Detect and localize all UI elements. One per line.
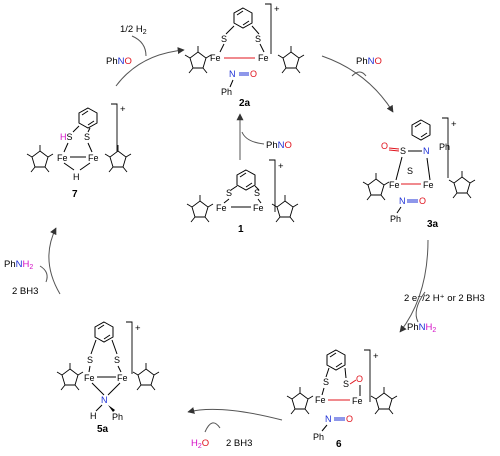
reagent-curve [415,291,426,323]
reagent-bh3: 2 BH3 [12,286,38,297]
iron-atom: Fe [352,396,363,406]
reagent-phnh2: PhNH2 [407,322,436,334]
compound-3a: + S O N Ph S Fe Fe N O Ph 3a [362,117,476,230]
arrow-2a-to-3a [321,55,394,113]
phenyl-group: Ph [112,412,123,422]
iron-atom: Fe [57,153,68,163]
hydrogen-atom: H [90,411,97,421]
oxygen-atom: O [250,69,257,79]
bracket [265,3,272,54]
oxygen-atom: O [419,196,426,206]
iron-atom: Fe [258,53,269,63]
sulfur-atom: S [343,379,349,389]
iron-atom: Fe [423,180,434,190]
iron-atom: Fe [253,203,264,213]
iron-atom: Fe [88,153,99,163]
nitrogen-atom: N [399,196,406,206]
sulfur-atom: S [407,166,413,176]
compound-7: + HS S Fe Fe H 7 [26,103,132,200]
iron-atom: Fe [216,203,227,213]
iron-atom: Fe [389,180,400,190]
reagent-curve [241,131,265,145]
compound-6: + S S O Fe Fe N O Ph 6 [286,349,398,450]
iron-atom: Fe [315,395,326,405]
compound-1: + S S Fe Fe 1 [186,159,299,235]
sulfur-atom: S [254,188,260,198]
reagent-phno: PhNO [106,56,132,67]
bracket [442,117,449,178]
label-5a: 5a [97,424,109,435]
sulfur-atom: S [87,355,93,365]
reagent-curve [39,265,48,283]
reagent-water: H2O [191,438,209,450]
label-7: 7 [72,189,78,200]
charge-3a: + [451,119,457,130]
charge-2a: + [274,4,280,15]
reagent-curve [204,422,221,433]
nitrogen-atom: N [325,414,332,424]
reagent-phno: PhNO [266,140,292,151]
sulfur-atom: S [114,355,120,365]
reagent-curve [351,71,367,77]
reagent-phno: PhNO [356,56,382,67]
nitrogen-atom: N [229,69,236,79]
sulfur-atom: S [323,377,329,387]
charge-7: + [120,104,126,115]
label-1: 1 [238,224,244,235]
phenyl-group: Ph [221,87,232,97]
bracket [126,321,133,374]
label-2a: 2a [239,98,251,109]
phenyl-group: Ph [439,142,450,152]
bracket [111,103,118,152]
label-6: 6 [336,439,342,450]
reagent-reductant: 2 e⁻/2 H⁺ or 2 BH3 [404,293,485,304]
reagent-bh3: 2 BH3 [226,438,252,449]
sulfur-atom: S [221,34,227,44]
phenyl-group: Ph [390,214,401,224]
bracket [269,159,276,212]
nitrogen-atom: N [423,146,430,156]
phenyl-group: Ph [313,432,324,442]
charge-5a: + [135,323,141,334]
nitrogen-atom: N [101,395,108,405]
sulfur-atom: S [255,34,261,44]
arrow-5a-to-7 [48,227,61,295]
reagent-hydrogen: 1/2 H2 [120,24,147,36]
iron-atom: Fe [84,373,95,383]
sulfur-atom: S [84,132,90,142]
oxygen-atom: O [356,374,363,384]
sulfur-atom: S [226,188,232,198]
sulfur-atom: S [400,146,406,156]
oxygen-atom: O [381,141,388,151]
reagent-curve [131,35,147,57]
arrow-6-to-5a [187,407,283,421]
label-3a: 3a [427,219,439,230]
thiol-group: HS [60,132,73,142]
arrow-7-to-2a [115,47,185,87]
arrow-3a-to-6 [399,239,429,333]
charge-6: + [373,351,379,362]
compound-2a: + S S Fe Fe N O Ph 2a [184,3,305,109]
hydride-atom: H [73,172,80,182]
bracket [364,349,371,402]
iron-atom: Fe [210,53,221,63]
charge-1: + [278,161,284,172]
reagent-phnh2: PhNH2 [4,259,33,271]
compound-5a: + S S Fe Fe N H Ph 5a [56,321,160,435]
iron-atom: Fe [117,373,128,383]
oxygen-atom: O [346,414,353,424]
